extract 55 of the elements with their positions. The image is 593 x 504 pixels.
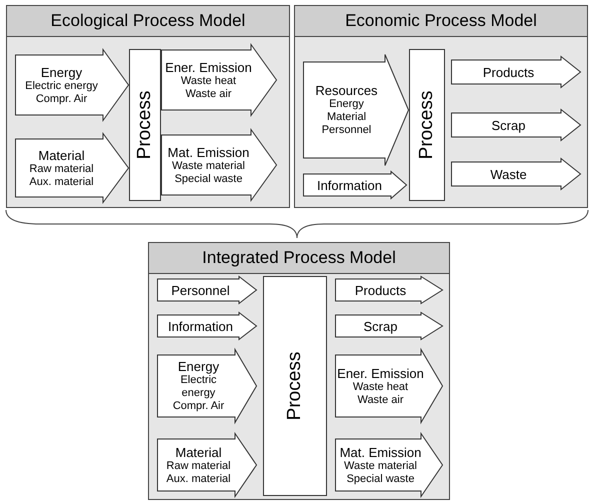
arrow-shape	[451, 109, 581, 141]
arrow-label: Information	[316, 178, 382, 192]
arrow-shape	[161, 129, 277, 201]
arrow-shape	[335, 433, 443, 497]
arrow-detail: Raw material Aux. material	[165, 460, 232, 486]
arrow-shape	[451, 158, 581, 190]
arrow-detail: Electric energy Compr. Air	[24, 80, 99, 106]
arrow-shape	[451, 56, 581, 88]
arrow-label: Personnel	[171, 282, 230, 298]
arrow-label: Energy	[178, 359, 220, 374]
arrow-shape	[335, 312, 443, 340]
arrow-label: Mat. Emission	[168, 144, 250, 160]
arrow-detail: Energy Material Personnel	[320, 98, 372, 137]
process-label: Process	[416, 90, 438, 160]
arrow-label: Energy	[40, 64, 82, 80]
model-panel	[294, 5, 588, 208]
arrow-label: Resources	[315, 83, 378, 98]
arrow-label: Waste	[490, 166, 527, 182]
process-box	[263, 276, 327, 496]
arrow-label: Products	[354, 282, 406, 298]
arrow-shape	[303, 171, 407, 199]
arrow-detail: Waste material Special waste	[343, 460, 418, 486]
arrow-detail: Raw material Aux. material	[28, 162, 95, 188]
arrow-detail: Waste heat Waste air	[352, 380, 410, 406]
arrow-shape	[157, 433, 257, 497]
arrow-label: Products	[482, 64, 534, 80]
arrow-shape	[15, 133, 129, 203]
arrow-shape	[157, 276, 257, 304]
model-panel	[148, 242, 450, 500]
arrow-shape	[157, 349, 257, 423]
arrow-shape	[15, 49, 129, 121]
arrow-label: Ener. Emission	[165, 60, 252, 74]
arrow-label: Information	[168, 318, 234, 334]
arrow-label: Material	[175, 444, 222, 460]
process-label: Process	[134, 90, 156, 160]
arrow-label: Ener. Emission	[337, 366, 424, 380]
arrow-label: Material	[38, 148, 85, 162]
process-box	[129, 49, 161, 201]
arrow-detail: Waste material Special waste	[171, 160, 246, 186]
model-panel	[6, 5, 290, 208]
arrow-label: Scrap	[364, 318, 398, 334]
arrow-shape	[161, 44, 277, 116]
arrow-label: Mat. Emission	[340, 444, 422, 460]
process-label: Process	[284, 352, 306, 420]
arrow-shape	[157, 312, 257, 340]
arrow-shape	[335, 349, 443, 423]
arrow-shape	[303, 54, 409, 166]
arrow-detail: Electric energy Compr. Air	[172, 374, 226, 413]
panel-title: Integrated Process Model	[149, 243, 449, 274]
arrow-label: Scrap	[492, 118, 526, 132]
arrow-shape	[335, 276, 443, 304]
panel-title: Economic Process Model	[295, 6, 587, 37]
panel-title: Ecological Process Model	[7, 6, 289, 37]
process-box	[409, 49, 445, 201]
arrow-detail: Waste heat Waste air	[180, 74, 238, 100]
